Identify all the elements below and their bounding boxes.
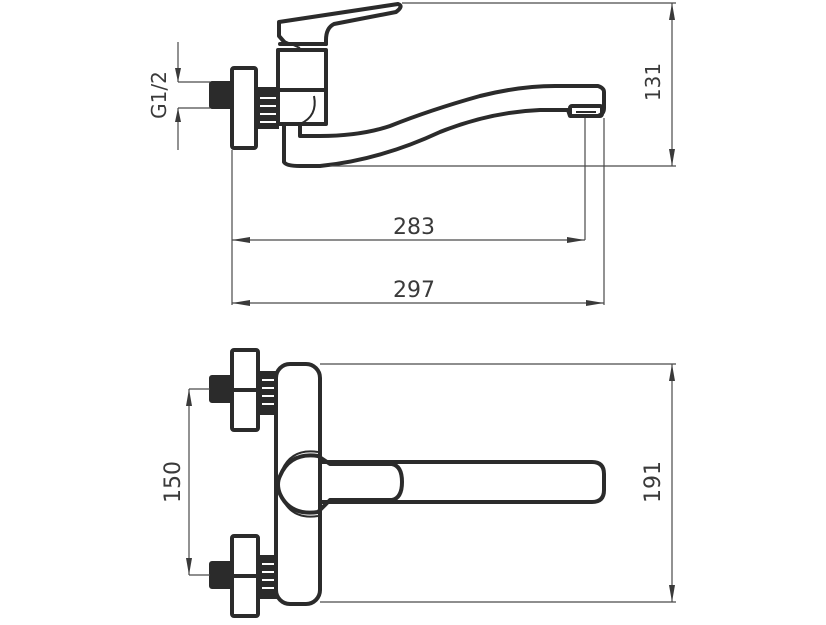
overall-width-label: 191 (641, 461, 666, 503)
handle-lever (277, 2, 403, 46)
side-view: G1/2 131 283 297 (147, 2, 676, 306)
body-bar (274, 362, 322, 606)
mixer-body (276, 88, 328, 126)
thread-dimension: G1/2 (147, 42, 210, 150)
height-label: 131 (641, 63, 665, 101)
cartridge-body (276, 48, 328, 92)
thread-label: G1/2 (147, 71, 171, 119)
inlet-spacing-label: 150 (161, 461, 186, 503)
reach-label: 283 (393, 215, 435, 240)
lower-inlet (209, 534, 277, 618)
top-view: 150 191 (161, 348, 676, 618)
height-dimension: 131 (330, 2, 676, 167)
reach-dimension: 283 (231, 118, 586, 305)
upper-inlet (209, 348, 277, 432)
overall-length-label: 297 (393, 278, 435, 303)
inlet-spacing-dimension: 150 (161, 388, 210, 576)
top-handle (318, 460, 606, 504)
spout (282, 84, 606, 168)
aerator (568, 104, 604, 118)
overall-length-dimension: 297 (232, 118, 605, 306)
threaded-inlet (209, 81, 233, 109)
overall-width-dimension: 191 (320, 363, 676, 603)
wall-flange (230, 66, 258, 150)
